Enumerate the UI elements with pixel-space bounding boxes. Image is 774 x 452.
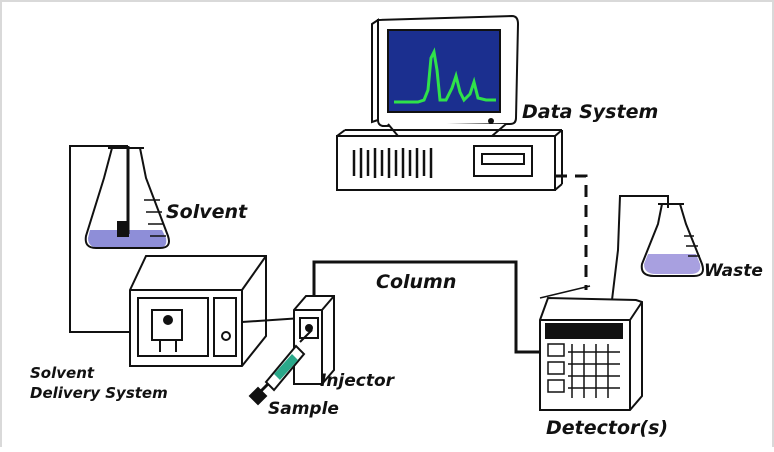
- solvent-delivery-label-line2: Delivery System: [30, 384, 168, 402]
- column-label: Column: [376, 271, 456, 293]
- solvent-flask: [84, 146, 170, 249]
- monitor: [371, 14, 520, 137]
- pump-unit: [129, 255, 267, 367]
- detector-unit: [539, 285, 643, 411]
- data-cable: [555, 174, 588, 290]
- computer-unit: [336, 129, 563, 191]
- sample-label: Sample: [268, 399, 339, 419]
- solvent-delivery-label-line1: Solvent: [30, 364, 95, 382]
- solvent-label: Solvent: [166, 201, 248, 223]
- syringe: [248, 329, 313, 406]
- data-system-label: Data System: [522, 101, 658, 123]
- column-tubing: [312, 260, 540, 354]
- solvent-tubing: [69, 145, 130, 333]
- detectors-label: Detector(s): [546, 417, 668, 439]
- chromatogram-trace: [394, 47, 496, 104]
- waste-flask: [640, 203, 704, 277]
- injector-unit: [293, 295, 335, 385]
- waste-label: Waste: [704, 261, 763, 281]
- injector-label: Injector: [320, 371, 396, 391]
- pump-to-injector-line: [241, 317, 303, 323]
- waste-tubing: [611, 195, 669, 301]
